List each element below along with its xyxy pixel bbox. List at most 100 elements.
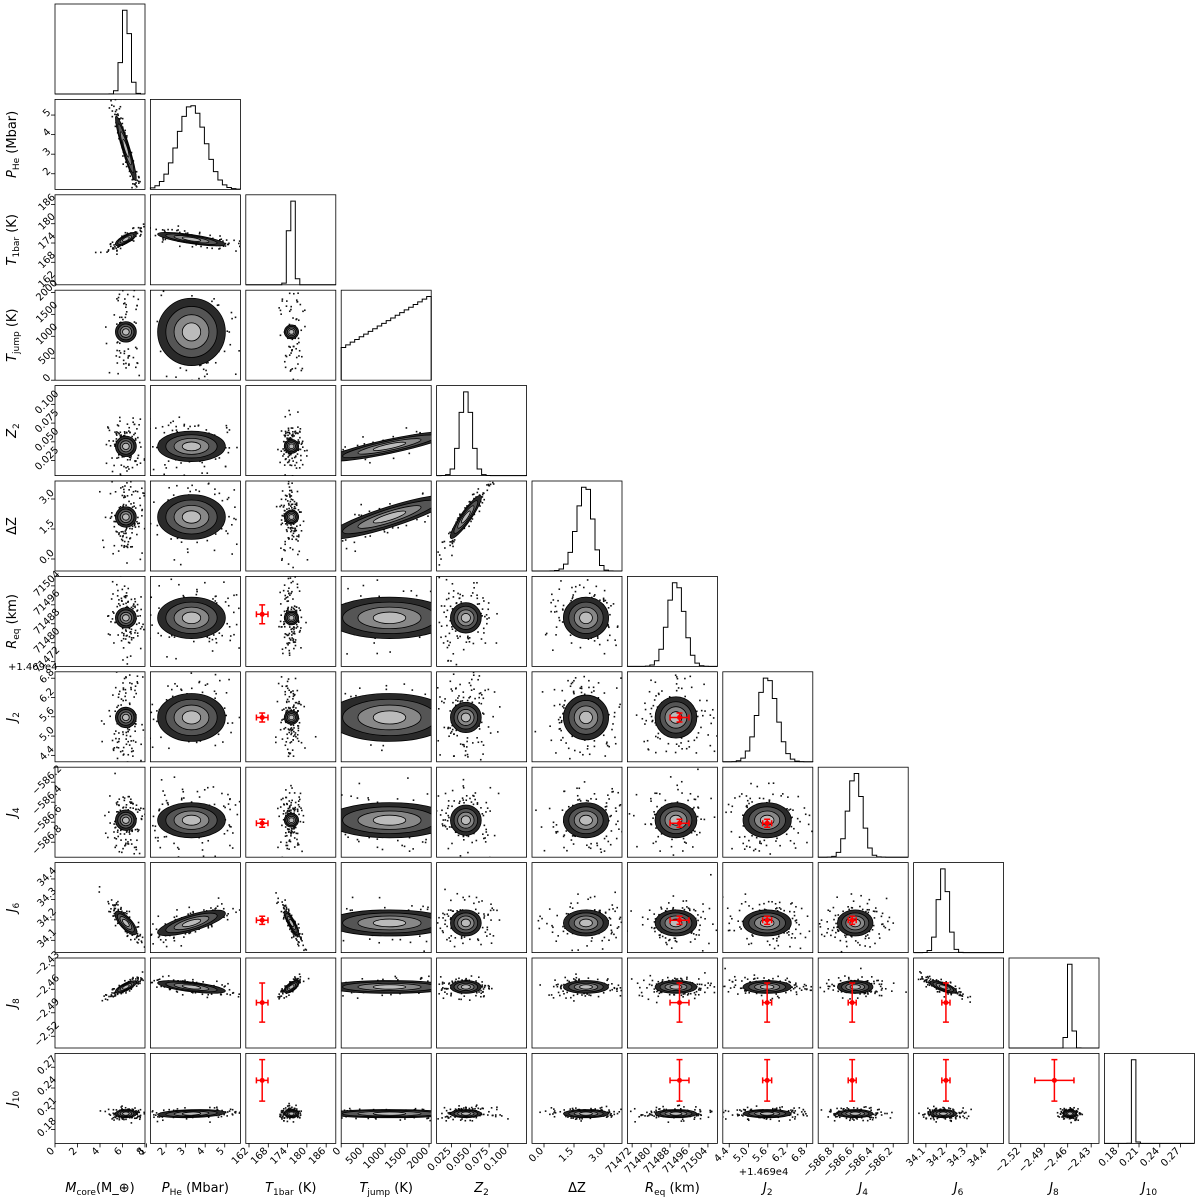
sample-point: [134, 828, 137, 831]
sample-point: [290, 498, 293, 501]
sample-point: [644, 702, 646, 705]
sample-point: [122, 163, 124, 165]
sample-point: [225, 424, 228, 427]
sample-point: [125, 738, 127, 740]
sample-point: [613, 711, 616, 714]
sample-point: [123, 434, 126, 437]
sample-point: [350, 695, 352, 698]
sample-point: [295, 627, 298, 629]
sample-point: [132, 667, 134, 669]
sample-point: [125, 592, 128, 594]
sample-point: [477, 631, 479, 633]
sample-point: [100, 251, 102, 254]
sample-point: [561, 689, 564, 692]
panel-j2-vs-t1bar: [245, 671, 337, 763]
sample-point: [118, 322, 121, 324]
sample-point: [139, 462, 142, 464]
sample-point: [118, 416, 121, 419]
sample-point: [295, 606, 298, 608]
sample-point: [119, 290, 121, 291]
sample-point: [285, 789, 287, 791]
sample-point: [137, 516, 139, 519]
sample-point: [162, 790, 164, 792]
sample-point: [122, 682, 124, 684]
sample-point: [483, 824, 486, 827]
sample-point: [151, 703, 154, 706]
sample-point: [695, 736, 698, 739]
sample-point: [116, 746, 118, 749]
sample-point: [558, 721, 561, 724]
sample-point: [484, 615, 486, 618]
sample-point: [291, 634, 293, 636]
sample-point: [462, 648, 465, 651]
sample-point: [125, 731, 128, 734]
sample-point: [465, 746, 468, 748]
sample-point: [467, 835, 470, 838]
sample-point: [647, 748, 649, 750]
sample-point: [161, 425, 164, 428]
sample-point: [120, 316, 123, 319]
sample-point: [191, 295, 193, 297]
sample-point: [283, 620, 285, 623]
sample-point: [128, 833, 131, 835]
sample-point: [288, 504, 290, 506]
sample-point: [364, 572, 366, 574]
sample-point: [451, 554, 453, 557]
sample-point: [297, 441, 299, 443]
sample-point: [105, 326, 107, 328]
sample-point: [219, 247, 221, 250]
sample-point: [569, 634, 572, 637]
sample-point: [116, 801, 119, 803]
y-tick-label: 1.5: [38, 518, 57, 537]
sample-point: [290, 809, 292, 811]
sample-point: [528, 618, 530, 620]
sample-point: [298, 511, 301, 513]
sample-point: [119, 431, 122, 434]
sample-point: [236, 446, 238, 449]
sample-point: [288, 689, 290, 692]
sample-point: [286, 530, 288, 533]
sample-point: [114, 520, 117, 523]
sample-point: [143, 628, 145, 631]
sample-point: [118, 599, 120, 601]
sample-point: [476, 491, 479, 494]
sample-point: [295, 611, 297, 613]
sample-point: [446, 624, 448, 627]
sample-point: [101, 740, 103, 743]
sample-point: [471, 841, 473, 844]
sample-point: [287, 429, 290, 431]
sample-point: [122, 603, 125, 605]
sample-point: [125, 806, 127, 809]
sample-point: [178, 848, 180, 850]
sample-point: [147, 232, 149, 234]
sample-point: [219, 235, 221, 237]
sample-point: [444, 792, 447, 795]
sample-point: [278, 625, 280, 628]
sample-point: [433, 552, 435, 554]
sample-point: [593, 740, 596, 742]
sample-point: [579, 751, 581, 754]
sample-point: [296, 711, 299, 713]
sample-point: [493, 834, 496, 837]
sample-point: [175, 425, 177, 428]
sample-point: [339, 529, 341, 531]
sample-point: [613, 715, 616, 718]
sample-point: [674, 674, 677, 677]
sample-point: [579, 646, 582, 649]
sample-point: [113, 642, 115, 644]
sample-point: [283, 513, 286, 515]
sample-point: [489, 483, 492, 486]
sample-point: [297, 724, 299, 727]
sample-point: [593, 690, 595, 692]
sample-point: [285, 355, 288, 358]
sample-point: [176, 846, 179, 849]
sample-point: [462, 743, 465, 746]
sample-point: [132, 227, 135, 229]
sample-point: [283, 434, 286, 437]
sample-point: [300, 807, 302, 810]
sample-point: [345, 547, 348, 550]
sample-point: [615, 644, 617, 647]
sample-point: [137, 808, 140, 811]
sample-point: [124, 485, 126, 487]
sample-point: [167, 499, 169, 501]
